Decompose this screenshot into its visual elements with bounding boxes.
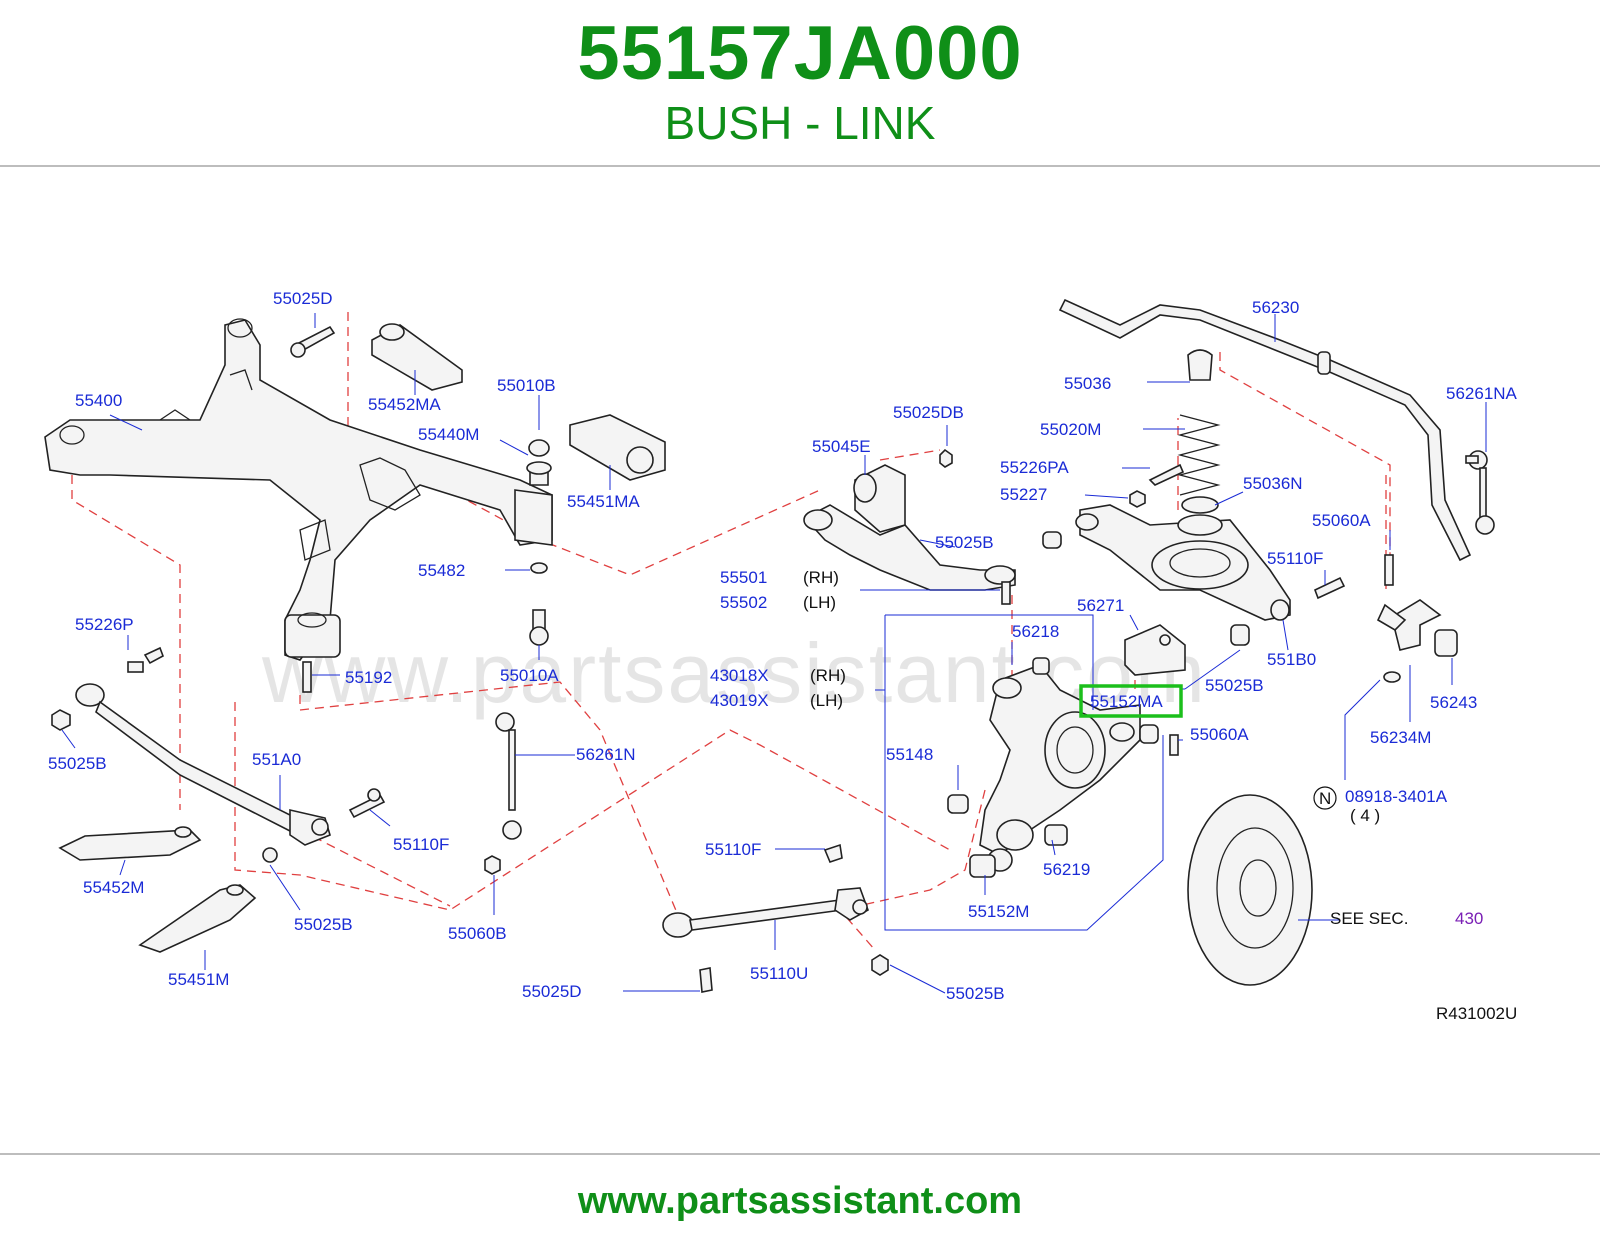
label-43019X: 43019X [710, 691, 769, 710]
label-56271: 56271 [1077, 596, 1124, 615]
label-56261NA: 56261NA [1446, 384, 1518, 403]
brake-disc [1187, 794, 1313, 986]
label-56234M: 56234M [1370, 728, 1431, 747]
label-43018X: 43018X [710, 666, 769, 685]
rear-subframe-55400 [44, 318, 553, 661]
label-55400: 55400 [75, 391, 122, 410]
label-55110F-right: 55110F [1267, 549, 1323, 568]
knuckle-callout-box [885, 614, 1094, 710]
label-551A0: 551A0 [252, 750, 301, 769]
label-55502: 55502 [720, 593, 767, 612]
label-08918-3401A: 08918-3401A [1345, 787, 1448, 806]
label-55482: 55482 [418, 561, 465, 580]
label-see-sec: SEE SEC. [1330, 909, 1408, 928]
n-marker-letter: N [1319, 789, 1331, 808]
label-rh-55501: (RH) [803, 568, 839, 587]
n-marker-circle [1313, 786, 1337, 810]
label-55025B-left: 55025B [48, 754, 107, 773]
label-56243: 56243 [1430, 693, 1477, 712]
highlighted-part-callout[interactable]: 55152MA [1079, 684, 1183, 718]
bracket-56271 [1124, 624, 1186, 676]
footer-divider [0, 1153, 1600, 1155]
label-55025D-top: 55025D [273, 289, 333, 308]
label-55025DB: 55025DB [893, 403, 964, 422]
header-divider [0, 165, 1600, 167]
knuckle-43018X [947, 657, 1179, 878]
label-55226PA: 55226PA [1000, 458, 1069, 477]
label-55025B-lower-left: 55025B [294, 915, 353, 934]
stabilizer-link-56261NA [1465, 450, 1495, 535]
stabilizer-bar-56230 [1058, 298, 1472, 562]
label-lh-43019X: (LH) [810, 691, 843, 710]
label-56219: 56219 [1043, 860, 1090, 879]
label-55451M: 55451M [168, 970, 229, 989]
coil-spring-55020M [1129, 349, 1223, 536]
label-55060B: 55060B [448, 924, 507, 943]
label-55025D-bottom: 55025D [522, 982, 582, 1001]
label-quantity: ( 4 ) [1350, 806, 1380, 825]
part-labels: 55025D 55452MA 55400 55010B 55440M 55451… [48, 289, 1518, 1023]
lower-link-55110U [662, 843, 889, 993]
label-551B0: 551B0 [1267, 650, 1316, 669]
label-55025B-arm: 55025B [935, 533, 994, 552]
page-header: 55157JA000 BUSH - LINK [0, 0, 1600, 168]
label-55192: 55192 [345, 668, 392, 687]
highlighted-part-label[interactable]: 55152MA [1090, 692, 1163, 711]
label-55152M: 55152M [968, 902, 1029, 921]
label-55501: 55501 [720, 568, 767, 587]
stabilizer-mount [1376, 554, 1458, 683]
label-55226P: 55226P [75, 615, 134, 634]
label-55036: 55036 [1064, 374, 1111, 393]
lateral-link-551A0 [75, 683, 331, 846]
exploded-parts-diagram: www.partsassistant.com [44, 289, 1518, 1023]
label-55110F-bottom: 55110F [705, 840, 761, 859]
label-55440M: 55440M [418, 425, 479, 444]
label-55451MA: 55451MA [567, 492, 640, 511]
label-55110U: 55110U [750, 964, 808, 983]
label-55010B: 55010B [497, 376, 556, 395]
label-55036N: 55036N [1243, 474, 1303, 493]
label-56261N: 56261N [576, 745, 636, 764]
label-55025B-bottom: 55025B [946, 984, 1005, 1003]
label-section-430: 430 [1455, 909, 1483, 928]
label-56230: 56230 [1252, 298, 1299, 317]
label-56218: 56218 [1012, 622, 1059, 641]
label-55060A-mid: 55060A [1190, 725, 1249, 744]
leader-lines [61, 313, 1487, 994]
label-lh-55502: (LH) [803, 593, 836, 612]
figure-code: R431002U [1436, 1004, 1517, 1023]
upper-arm-55501 [803, 448, 1016, 605]
label-rh-43018X: (RH) [810, 666, 846, 685]
label-55227: 55227 [1000, 485, 1047, 504]
label-55045E: 55045E [812, 437, 871, 456]
part-number-title: 55157JA000 [577, 11, 1023, 96]
bracket-55451M [138, 884, 257, 953]
part-name-subtitle: BUSH - LINK [664, 97, 936, 149]
label-55148: 55148 [886, 745, 933, 764]
bracket-55452M [58, 826, 202, 861]
label-55010A: 55010A [500, 666, 559, 685]
lower-arm-551B0 [1042, 504, 1346, 646]
label-55452MA: 55452MA [368, 395, 441, 414]
footer-website-link[interactable]: www.partsassistant.com [577, 1180, 1023, 1222]
label-55020M: 55020M [1040, 420, 1101, 439]
left-fasteners [262, 788, 386, 863]
label-55060A-right: 55060A [1312, 511, 1371, 530]
stabilizer-link-56261N [484, 712, 522, 875]
subframe-fasteners [51, 323, 666, 731]
label-55110F-left: 55110F [393, 835, 449, 854]
label-55452M: 55452M [83, 878, 144, 897]
label-55025B-right: 55025B [1205, 676, 1264, 695]
